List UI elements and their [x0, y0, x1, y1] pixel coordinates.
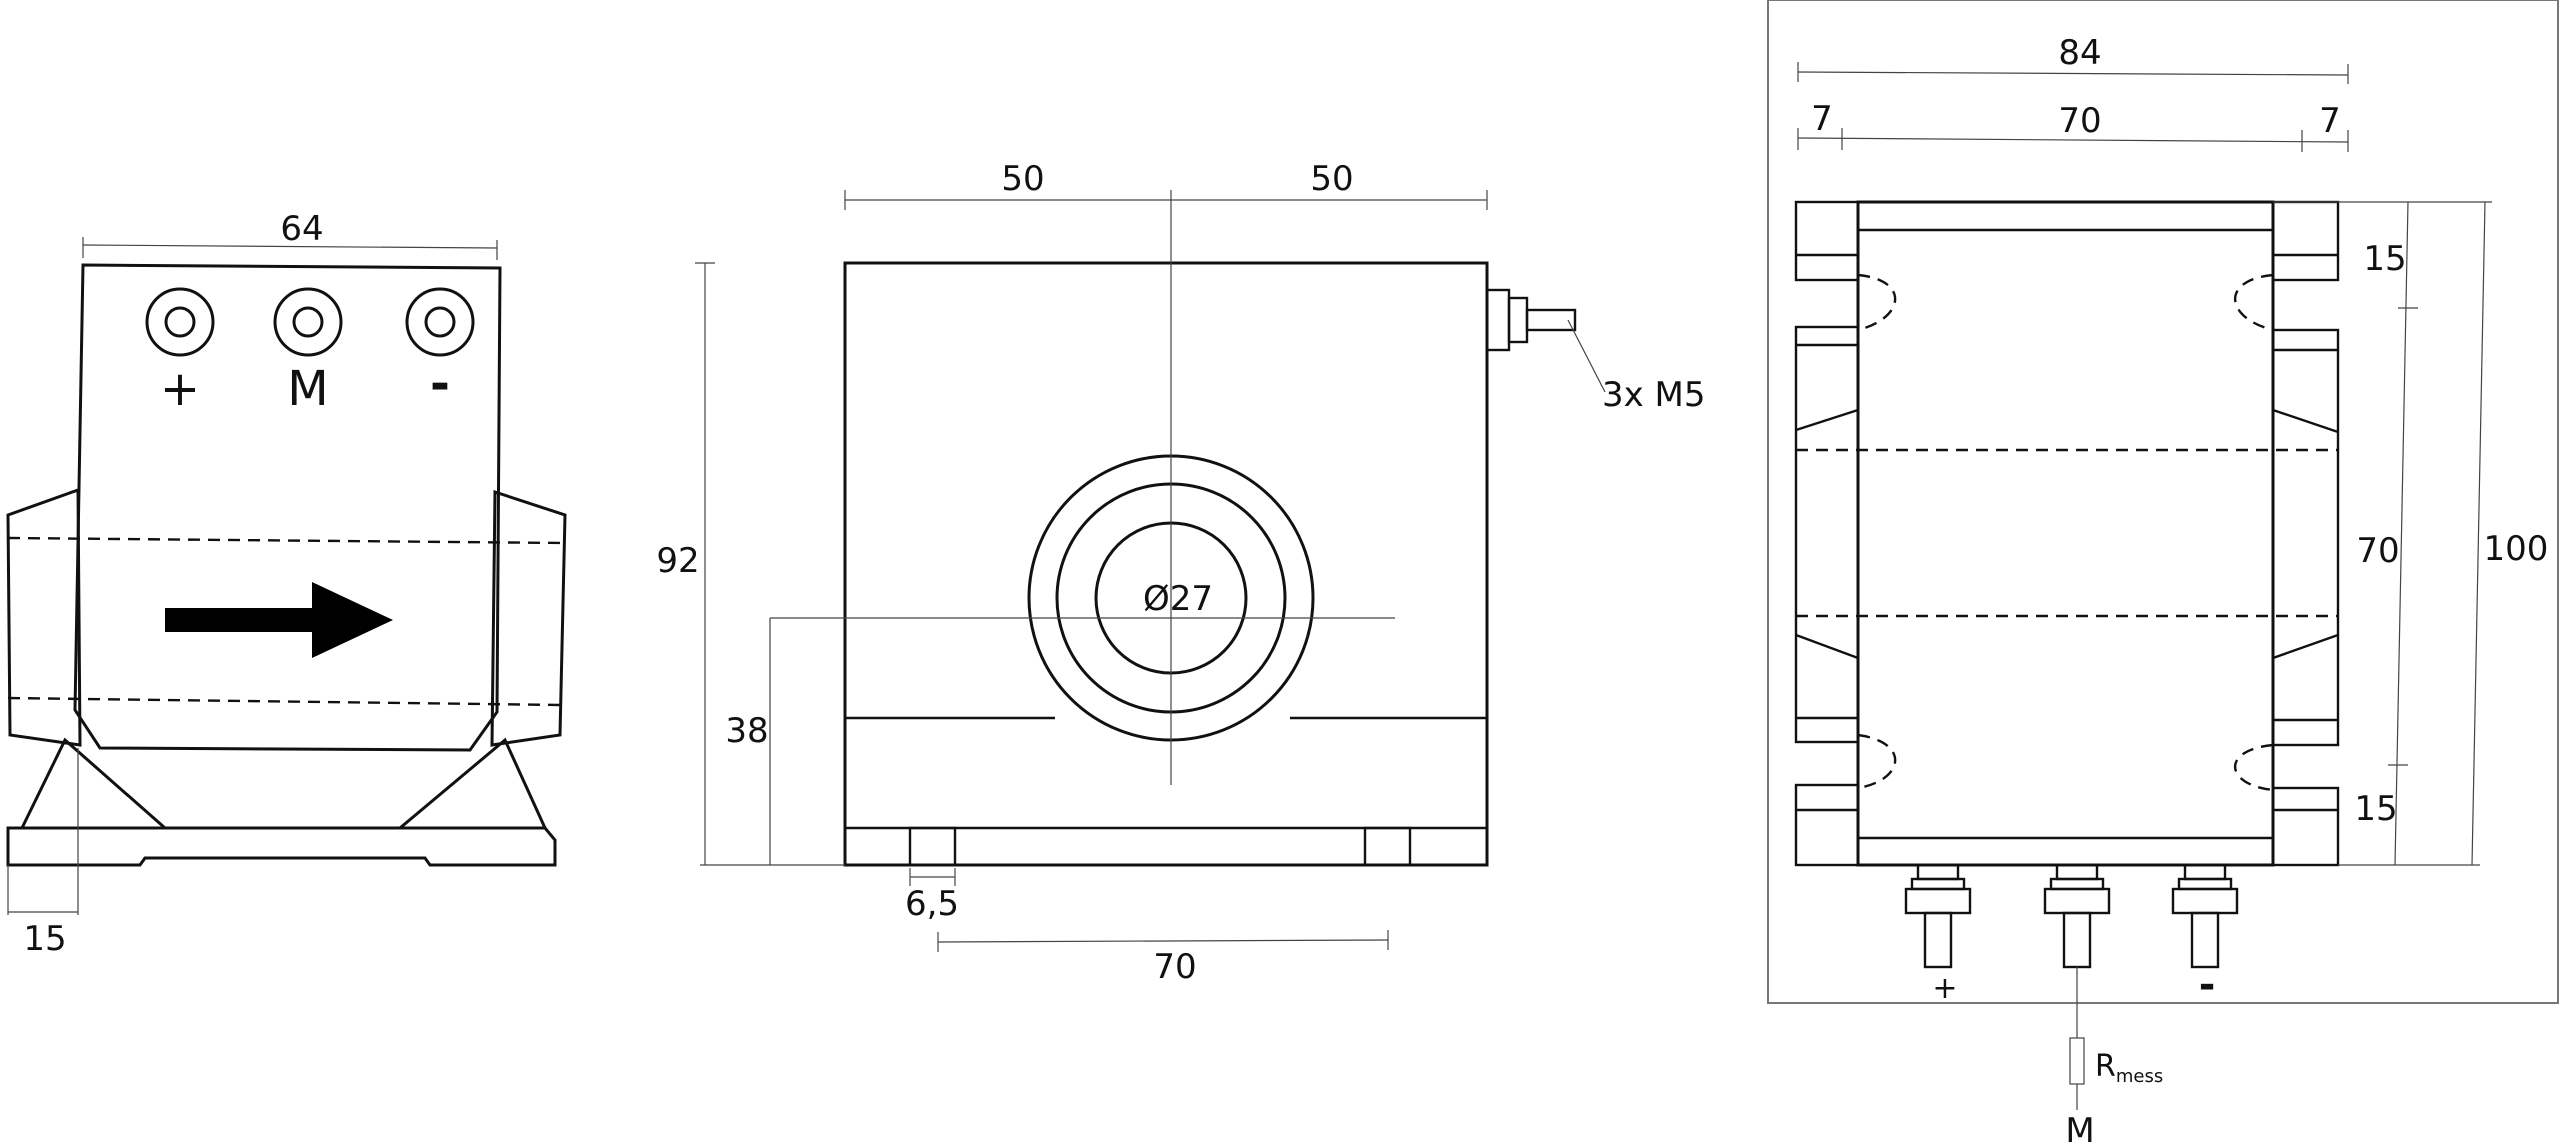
current-direction-arrow-icon — [165, 582, 393, 658]
inner-width-label: 70 — [2058, 101, 2101, 141]
overall-height-line — [2471, 201, 2486, 866]
hidden-curve-bottom-right — [2233, 743, 2274, 792]
segment-dimension-line — [2394, 201, 2409, 866]
thread-leader-line — [1567, 319, 1606, 393]
resistor-icon — [2069, 1037, 2085, 1085]
terminal-m-label: M — [287, 361, 328, 417]
slot-left — [908, 826, 957, 867]
left-block-bottom — [1794, 783, 1860, 867]
right-block-bottom — [2271, 786, 2340, 867]
left-view: + M - 64 15 — [6, 209, 567, 959]
connector-pin — [1525, 308, 1577, 332]
main-body — [73, 263, 502, 752]
slot-right — [1363, 826, 1412, 867]
height-label: 92 — [656, 541, 699, 581]
slot-label: 6,5 — [905, 884, 959, 924]
right-block-mid — [2271, 328, 2340, 747]
terminal-minus-stud — [2171, 863, 2239, 969]
overall-width-line — [1797, 71, 2349, 76]
left-foot — [19, 737, 169, 830]
plan-body — [1856, 200, 2275, 867]
left-block-bevel-b — [1795, 633, 1859, 660]
bottom-offset-label: 15 — [2354, 789, 2397, 829]
hole-spacing-label: 70 — [1153, 947, 1196, 987]
left-wing — [6, 487, 82, 747]
half-left-label: 50 — [1001, 159, 1044, 199]
diameter-label: Ø27 — [1143, 579, 1213, 619]
right-wing — [490, 489, 567, 747]
terminal-minus-label: - — [430, 356, 450, 412]
right-view-frame — [1767, 0, 2559, 1004]
hole-spacing-line — [937, 939, 1389, 943]
inner-width-line — [1797, 137, 2349, 143]
middle-view: Ø27 3x M5 50 50 92 38 6,5 70 — [656, 159, 1705, 987]
plan-terminal-plus-label: + — [1932, 971, 1957, 1006]
terminal-m-stud — [2043, 863, 2111, 969]
center-height-label: 38 — [725, 711, 768, 751]
width-dimension-line — [82, 244, 498, 249]
front-body — [843, 261, 1489, 867]
terminal-plus-outer-icon — [145, 287, 215, 357]
half-right-label: 50 — [1310, 159, 1353, 199]
terminal-minus-inner-icon — [424, 306, 456, 338]
right-foot — [395, 737, 548, 830]
right-margin-label: 7 — [2319, 101, 2341, 141]
top-offset-label: 15 — [2363, 239, 2406, 279]
dashed-line-lower — [7, 696, 561, 707]
right-view: + - Rmess M 84 7 70 7 15 70 15 100 — [1767, 0, 2559, 1146]
left-margin-label: 7 — [1811, 99, 1833, 139]
plan-terminal-minus-label: - — [2199, 962, 2216, 1008]
terminal-plus-label: + — [160, 361, 200, 417]
foot-label: 15 — [23, 919, 66, 959]
overall-height-label: 100 — [2484, 529, 2549, 569]
left-block-mid — [1794, 325, 1860, 744]
terminal-m-inner-icon — [292, 306, 324, 338]
terminal-plus-stud — [1904, 863, 1972, 969]
right-block-bevel-b — [2272, 633, 2339, 660]
right-block-top — [2271, 200, 2340, 282]
left-block-top — [1794, 200, 1860, 282]
overall-width-label: 84 — [2058, 33, 2101, 73]
hidden-curve-bottom-left — [1857, 733, 1897, 790]
m-label: M — [2065, 1111, 2094, 1146]
base-plate — [6, 826, 557, 867]
width-label: 64 — [280, 209, 323, 249]
left-block-bevel-a — [1795, 408, 1859, 432]
terminal-m-outer-icon — [273, 287, 343, 357]
thread-label: 3x M5 — [1602, 375, 1706, 415]
middle-span-label: 70 — [2356, 531, 2399, 571]
right-block-bevel-a — [2272, 408, 2339, 434]
hidden-curve-top-left — [1857, 273, 1897, 332]
dashed-line-upper — [7, 536, 566, 545]
terminal-minus-outer-icon — [405, 287, 475, 357]
connector-flange — [1485, 288, 1511, 352]
hidden-curve-top-right — [2233, 273, 2274, 332]
connector-nut — [1507, 296, 1529, 344]
resistor-label: Rmess — [2095, 1049, 2163, 1087]
terminal-plus-inner-icon — [164, 306, 196, 338]
